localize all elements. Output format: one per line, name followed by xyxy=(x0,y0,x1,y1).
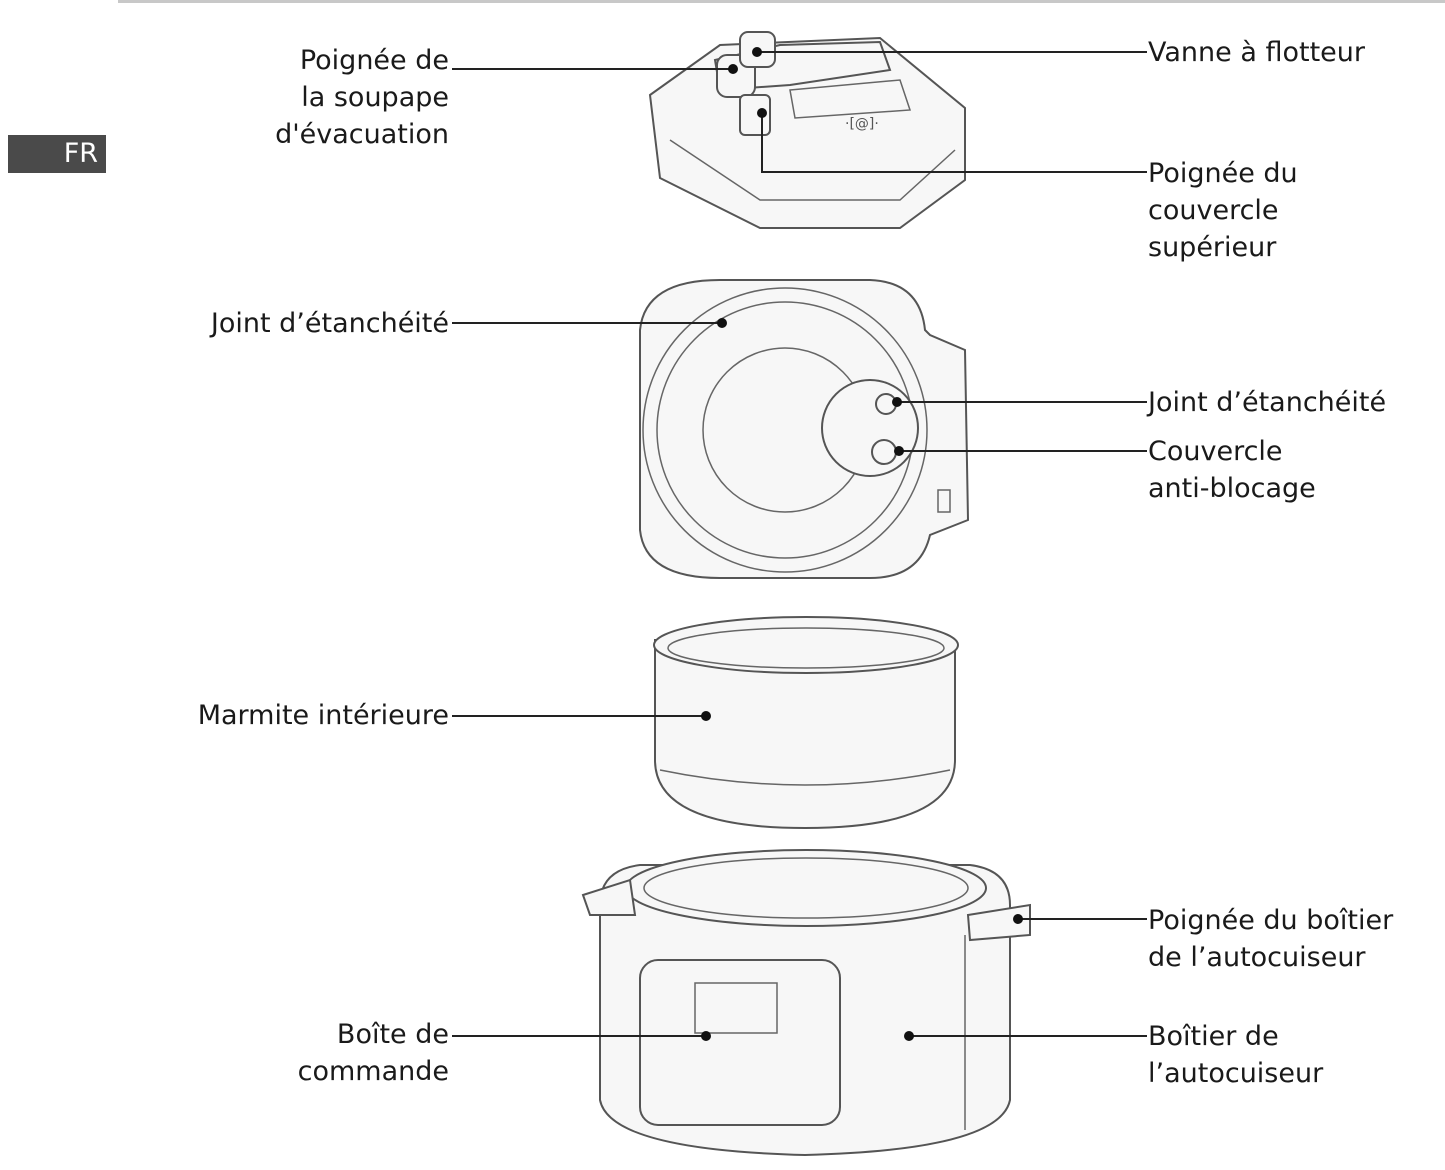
label-sealing-ring-left: Joint d’étanchéité xyxy=(210,308,449,339)
label-sealing-ring-right: Joint d’étanchéité xyxy=(1148,387,1387,418)
label-inner-pot: Marmite intérieure xyxy=(197,700,449,731)
label-release-valve-handle: Poignée de la soupape d'évacuation xyxy=(275,45,449,150)
label-cooker-base-handle: Poignée du boîtier de l’autocuiseur xyxy=(1148,905,1394,973)
top-rule xyxy=(118,0,1445,3)
lid-underside-illustration xyxy=(639,279,970,579)
label-float-valve: Vanne à flotteur xyxy=(1148,37,1365,68)
leader-lines xyxy=(452,47,1147,1041)
inner-pot-illustration xyxy=(653,616,959,830)
label-cooker-base: Boîtier de l’autocuiseur xyxy=(1148,1021,1324,1089)
label-control-box: Boîte de commande xyxy=(297,1019,449,1087)
label-anti-block-cover: Couvercle anti-blocage xyxy=(1148,436,1316,504)
language-tab[interactable]: FR xyxy=(8,135,106,173)
cooker-base-illustration xyxy=(581,849,1031,1157)
label-top-lid-handle: Poignée du couvercle supérieur xyxy=(1148,158,1298,263)
top-lid-illustration: ·[@]· xyxy=(648,31,966,229)
svg-text:·[@]·: ·[@]· xyxy=(845,116,879,132)
